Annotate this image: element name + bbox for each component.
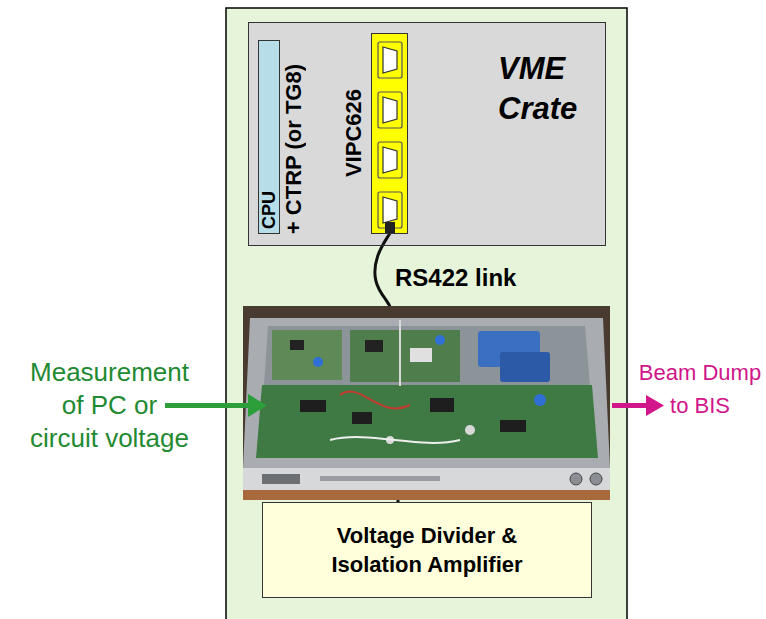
input-note-holder: Measurement of PC or circuit voltage bbox=[26, 356, 193, 455]
chip bbox=[290, 340, 304, 350]
crate-title: VME Crate bbox=[498, 49, 598, 129]
chip bbox=[365, 340, 383, 352]
crate-fill bbox=[248, 22, 606, 246]
module-label-holder: VIPC626 bbox=[341, 78, 367, 188]
knob bbox=[590, 473, 602, 485]
vipc626-module: VIPC626 bbox=[371, 33, 408, 234]
knob bbox=[570, 473, 582, 485]
capacitor bbox=[313, 357, 323, 367]
pcb bbox=[272, 330, 342, 380]
output-arrow-head bbox=[646, 395, 664, 416]
cpu-card: CPU bbox=[258, 40, 280, 234]
isolation-amplifier-plate: Voltage Divider & Isolation Amplifier bbox=[262, 502, 592, 598]
panel-leds bbox=[320, 476, 440, 481]
panel-connector bbox=[262, 474, 300, 484]
crate-title-holder: VME Crate bbox=[498, 49, 598, 129]
photo-background bbox=[243, 306, 610, 500]
card-note-holder: + CTRP (or TG8) bbox=[281, 38, 307, 234]
capacitor bbox=[435, 335, 445, 345]
serial-connectors bbox=[378, 42, 402, 234]
wooden-strip bbox=[243, 490, 610, 500]
input-arrow-head bbox=[248, 394, 267, 417]
input-note: Measurement of PC or circuit voltage bbox=[26, 356, 193, 455]
chip bbox=[500, 420, 526, 432]
output-note: Beam Dump to BIS bbox=[637, 356, 763, 422]
module-label: VIPC626 bbox=[342, 89, 366, 177]
input-arrow-shaft bbox=[165, 403, 250, 408]
chip bbox=[300, 400, 326, 412]
main-pcb bbox=[256, 385, 598, 458]
module-fill bbox=[371, 33, 408, 234]
connector-socket bbox=[383, 147, 397, 173]
relay bbox=[410, 348, 432, 362]
front-panel bbox=[243, 468, 610, 490]
transformer bbox=[500, 352, 550, 382]
link-label: RS422 link bbox=[392, 263, 519, 293]
card-note: + CTRP (or TG8) bbox=[282, 64, 306, 234]
connector-frame bbox=[378, 142, 402, 178]
connector-socket bbox=[383, 97, 397, 123]
wire bbox=[399, 320, 401, 386]
rack-panel bbox=[226, 8, 627, 619]
chip bbox=[352, 412, 372, 424]
connector-frame bbox=[378, 92, 402, 128]
connector-socket bbox=[383, 47, 397, 73]
capacitor bbox=[534, 394, 546, 406]
device-label: Voltage Divider & Isolation Amplifier bbox=[302, 521, 552, 579]
cpu-label-holder: CPU bbox=[259, 191, 279, 229]
capacitor bbox=[465, 425, 475, 435]
output-arrow bbox=[612, 395, 664, 416]
wire bbox=[330, 437, 460, 443]
connector-frame bbox=[378, 42, 402, 78]
chip bbox=[430, 398, 454, 412]
cpu-label: CPU bbox=[259, 191, 279, 229]
cable-plug bbox=[385, 222, 395, 234]
pcb bbox=[350, 330, 460, 382]
connector-socket bbox=[383, 197, 397, 223]
output-arrow-shaft bbox=[612, 403, 648, 408]
wire bbox=[340, 392, 410, 409]
device-label-holder: Voltage Divider & Isolation Amplifier bbox=[263, 503, 591, 597]
chassis-floor bbox=[264, 326, 590, 385]
output-note-holder: Beam Dump to BIS bbox=[637, 356, 763, 422]
chassis bbox=[243, 318, 610, 468]
input-arrow bbox=[165, 394, 267, 417]
